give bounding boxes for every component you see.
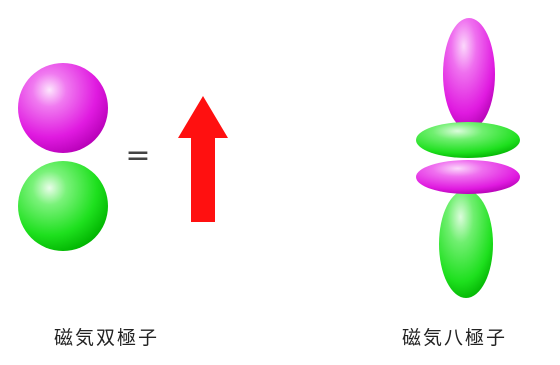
equals-sign: = <box>125 138 150 173</box>
octupole-top-magenta-lobe <box>443 18 495 130</box>
octupole-bottom-green-lobe <box>439 190 493 298</box>
octupole-caption: 磁気八極子 <box>402 327 508 349</box>
dipole-green-sphere <box>18 161 108 251</box>
octupole-lower-magenta-ring <box>416 160 520 194</box>
octupole-upper-green-ring <box>416 122 520 158</box>
dipole-magenta-sphere <box>18 63 108 153</box>
dipole-caption: 磁気双極子 <box>54 327 160 349</box>
up-arrow-icon <box>178 96 228 222</box>
